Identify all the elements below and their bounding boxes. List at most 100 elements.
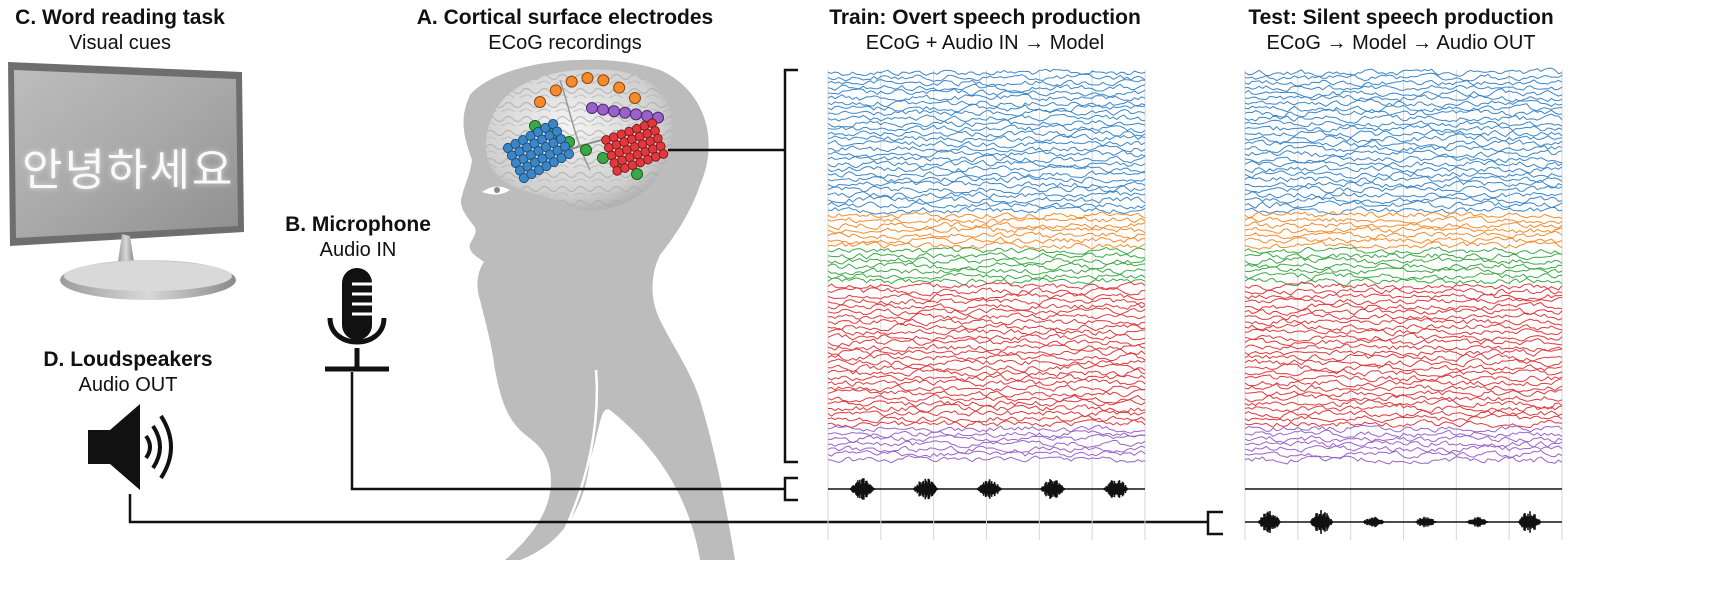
electrode-purple xyxy=(608,105,620,118)
ecog-trace-green xyxy=(827,252,1146,260)
train-ecog-panel xyxy=(827,68,1146,540)
ecog-trace-red xyxy=(827,318,1146,327)
ecog-trace-purple xyxy=(1244,429,1563,438)
ecog-trace-orange xyxy=(1244,230,1563,240)
ecog-trace-purple xyxy=(827,433,1146,444)
ecog-trace-blue xyxy=(1244,129,1563,139)
ecog-trace-purple xyxy=(1244,455,1563,465)
ecog-trace-blue xyxy=(827,144,1146,153)
ecog-trace-blue xyxy=(827,83,1146,93)
ecog-trace-red xyxy=(1244,332,1563,342)
ecog-trace-red xyxy=(1244,374,1563,383)
ecog-trace-purple xyxy=(1244,424,1563,434)
ecog-trace-purple xyxy=(827,430,1146,439)
ecog-trace-orange xyxy=(1244,236,1563,244)
train-subtitle: ECoG + Audio IN → Model xyxy=(865,31,1105,54)
ecog-trace-red xyxy=(827,303,1146,312)
ecog-trace-purple xyxy=(827,455,1146,464)
ecog-trace-red xyxy=(827,384,1145,393)
ecog-trace-red xyxy=(827,362,1146,373)
ecog-trace-orange xyxy=(827,241,1146,250)
word-task-title: C. Word reading task xyxy=(15,6,225,29)
ecog-trace-green xyxy=(827,277,1146,286)
ecog-trace-blue xyxy=(1244,164,1563,174)
test-subtitle: ECoG → Model → Audio OUT xyxy=(1266,31,1536,54)
ecog-trace-red xyxy=(1244,383,1563,393)
ecog-trace-red xyxy=(1244,368,1563,377)
ecog-trace-red xyxy=(827,327,1146,336)
electrode-orange xyxy=(565,75,578,88)
ecog-trace-orange xyxy=(1244,225,1563,234)
ecog-trace-purple xyxy=(1244,434,1563,444)
ecog-trace-red xyxy=(827,322,1146,332)
ecog-trace-blue xyxy=(1244,133,1563,144)
ecog-trace-red xyxy=(827,378,1146,388)
ecog-trace-blue xyxy=(828,108,1146,118)
ecog-trace-red xyxy=(827,419,1146,429)
ecog-trace-blue xyxy=(1244,124,1563,133)
speaker-connector-line xyxy=(128,494,1208,524)
ecog-trace-purple xyxy=(827,450,1146,458)
ecog-trace-blue xyxy=(1244,195,1563,205)
ecog-trace-red xyxy=(1244,398,1563,409)
ecog-trace-blue xyxy=(1244,149,1563,159)
ecog-trace-green xyxy=(1244,277,1563,287)
ecog-trace-blue xyxy=(827,170,1146,179)
ecog-trace-blue xyxy=(1244,139,1563,149)
train-ecog-bracket xyxy=(783,68,798,464)
ecog-trace-blue xyxy=(1244,175,1563,184)
electrode-green xyxy=(580,144,592,156)
electrode-orange xyxy=(549,84,562,97)
electrodes-label: A. Cortical surface electrodes ECoG reco… xyxy=(400,5,730,55)
ecog-trace-blue xyxy=(827,154,1146,164)
ecog-trace-blue xyxy=(827,119,1146,128)
word-task-subtitle: Visual cues xyxy=(69,31,171,54)
ecog-trace-orange xyxy=(1244,211,1563,219)
ecog-trace-red xyxy=(1244,403,1563,413)
ecog-trace-blue xyxy=(1244,191,1563,199)
ecog-trace-blue xyxy=(1244,94,1563,103)
ecog-trace-blue xyxy=(827,103,1146,113)
audio-out-burst xyxy=(1258,511,1281,533)
electrode-green xyxy=(597,152,609,164)
electrode-orange xyxy=(581,72,594,84)
ecog-trace-red xyxy=(1244,327,1563,337)
ecog-trace-red xyxy=(827,333,1146,342)
ecog-trace-blue xyxy=(1244,103,1563,113)
ecog-trace-blue xyxy=(1244,88,1563,99)
ecog-trace-blue xyxy=(827,195,1146,204)
ecog-trace-blue xyxy=(827,99,1146,108)
ecog-trace-blue xyxy=(827,149,1146,159)
loudspeakers-title: D. Loudspeakers xyxy=(43,348,213,371)
ecog-trace-orange xyxy=(827,216,1146,225)
ecog-trace-red xyxy=(1244,419,1563,429)
ecog-trace-green xyxy=(827,272,1146,281)
microphone-title: B. Microphone xyxy=(285,213,431,236)
speaker-icon xyxy=(88,404,173,490)
test-audio-bracket xyxy=(1206,510,1223,536)
ecog-trace-blue xyxy=(1244,206,1563,216)
ecog-trace-green xyxy=(1244,262,1563,271)
ecog-trace-blue xyxy=(827,113,1146,123)
ecog-trace-red xyxy=(1244,307,1563,316)
ecog-trace-purple xyxy=(827,439,1146,449)
ecog-trace-blue xyxy=(827,190,1146,200)
ecog-trace-red xyxy=(827,394,1146,404)
electrode-grid-blue xyxy=(502,119,575,184)
ecog-trace-orange xyxy=(1244,215,1563,225)
audio-burst xyxy=(1103,480,1129,498)
test-label: Test: Silent speech production ECoG → Mo… xyxy=(1232,5,1570,55)
ecog-trace-green xyxy=(1244,251,1563,261)
ecog-trace-blue xyxy=(827,201,1146,210)
electrode-purple xyxy=(619,106,631,119)
electrodes-subtitle: ECoG recordings xyxy=(488,31,642,54)
ecog-trace-red xyxy=(1244,312,1563,321)
ecog-trace-orange xyxy=(827,236,1146,245)
ecog-trace-red xyxy=(827,281,1146,290)
monitor-icon xyxy=(8,62,244,300)
ecog-trace-blue xyxy=(827,180,1146,189)
test-ecog-panel xyxy=(1244,67,1563,540)
microphone-label: B. Microphone Audio IN xyxy=(268,212,448,262)
ecog-trace-blue xyxy=(827,185,1146,195)
